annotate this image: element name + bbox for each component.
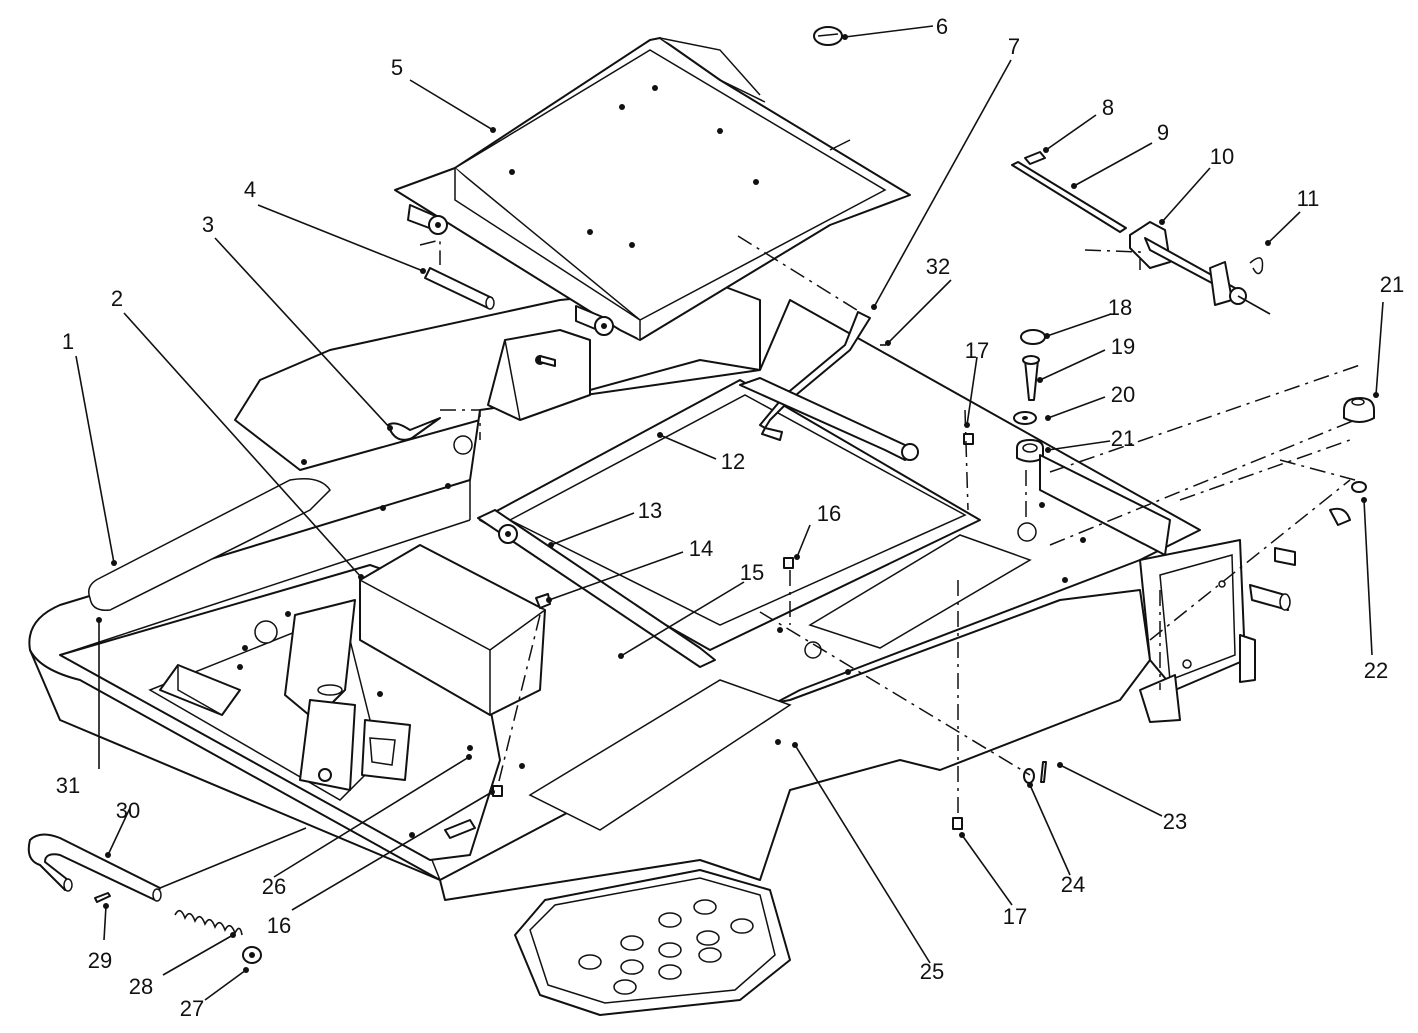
cap-part-18 — [1020, 329, 1046, 345]
callout-11: 11 — [1297, 186, 1320, 211]
callout-2: 2 — [111, 286, 123, 311]
callout-4: 4 — [244, 177, 256, 202]
bolt-part-19 — [1024, 359, 1039, 401]
callout-18: 18 — [1108, 295, 1132, 320]
cotter-pin-part-29 — [94, 892, 111, 903]
bolt-part-14 — [535, 593, 551, 609]
callout-29: 29 — [88, 948, 112, 973]
callout-21a: 21 — [1380, 272, 1404, 297]
callout-10: 10 — [1210, 144, 1234, 169]
callout-14: 14 — [689, 536, 713, 561]
callout-26: 26 — [262, 874, 286, 899]
callout-22: 22 — [1364, 658, 1388, 683]
bushing-part-17 — [963, 433, 974, 445]
callout-30: 30 — [116, 798, 140, 823]
pivot-shaft-part-13 — [477, 509, 716, 668]
callout-16a: 16 — [817, 501, 841, 526]
hairpin-clip-part-3 — [387, 417, 441, 441]
callout-24: 24 — [1061, 872, 1085, 897]
grommet-part-21-right — [1343, 397, 1375, 423]
callout-3: 3 — [202, 212, 214, 237]
callout-12: 12 — [721, 449, 745, 474]
callout-31: 31 — [56, 773, 80, 798]
callout-25: 25 — [920, 959, 944, 984]
callout-16b: 16 — [267, 913, 291, 938]
nut-part-22 — [1351, 481, 1367, 493]
pedal-cover-part-2 — [359, 544, 546, 716]
seat-pan — [394, 37, 911, 341]
callout-13: 13 — [638, 498, 662, 523]
callout-7: 7 — [1008, 34, 1020, 59]
washer-part-24 — [1023, 768, 1035, 784]
callout-5: 5 — [391, 55, 403, 80]
bushing-part-16 — [783, 557, 794, 569]
callout-9: 9 — [1157, 120, 1169, 145]
spring-part-28 — [174, 909, 243, 936]
footrest-grip-holes — [578, 899, 754, 995]
callout-15: 15 — [740, 560, 764, 585]
callout-1: 1 — [62, 329, 74, 354]
release-handle-part-30 — [27, 833, 162, 902]
callout-32: 32 — [926, 254, 950, 279]
bumper-part-6 — [813, 26, 843, 46]
pedal-linkage — [159, 599, 476, 839]
hinge-pin-part-4 — [424, 267, 495, 310]
callout-17b: 17 — [1003, 904, 1027, 929]
callout-labels: 1 2 3 4 5 6 7 8 9 10 11 12 13 14 15 16 1… — [56, 14, 1404, 1021]
latch-assembly — [1011, 151, 1271, 315]
callout-17a: 17 — [965, 338, 989, 363]
callout-6: 6 — [936, 14, 948, 39]
clip-part-11 — [1249, 257, 1264, 275]
pin-part-8 — [1024, 151, 1046, 165]
callout-21b: 21 — [1111, 426, 1135, 451]
callout-8: 8 — [1102, 95, 1114, 120]
footrest-plate — [514, 869, 791, 1016]
mount-hardware — [1013, 329, 1375, 556]
callout-20: 20 — [1111, 382, 1135, 407]
callout-27: 27 — [180, 996, 204, 1021]
rod-part-9 — [1011, 161, 1127, 233]
assembly-center-lines — [419, 235, 1361, 815]
leader-lines — [75, 25, 1384, 1001]
callout-23: 23 — [1163, 809, 1187, 834]
callout-19: 19 — [1111, 334, 1135, 359]
main-frame — [28, 284, 1351, 901]
callout-28: 28 — [129, 974, 153, 999]
bushing-part-17-lower — [952, 817, 963, 830]
leader-dots — [96, 34, 1379, 973]
pin-part-23 — [1040, 761, 1047, 783]
pivot-bar-part-12 — [739, 377, 919, 461]
hinge-bracket — [487, 329, 591, 421]
